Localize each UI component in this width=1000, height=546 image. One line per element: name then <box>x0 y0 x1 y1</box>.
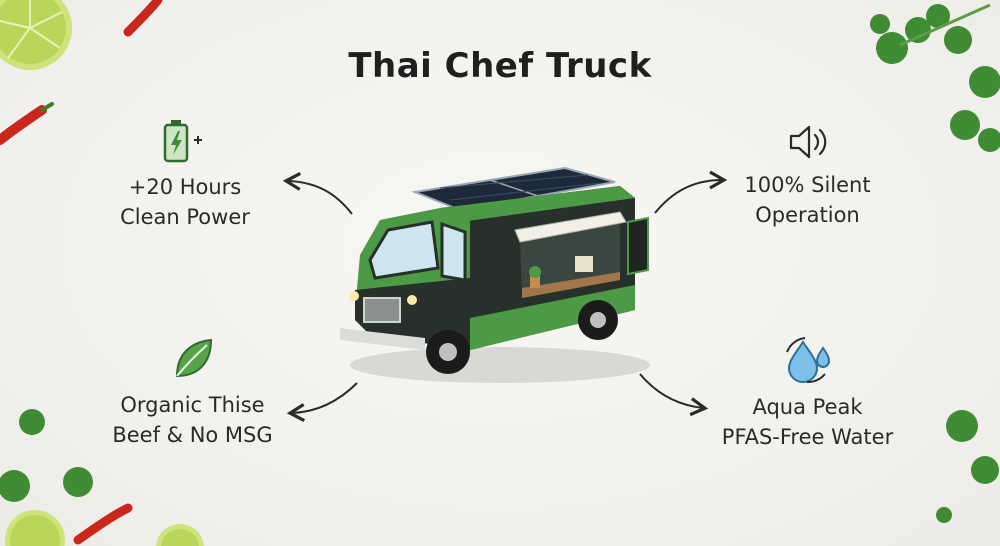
power-line-1: +20 Hours <box>128 175 242 199</box>
chili-top <box>123 0 163 37</box>
arrow-to-water <box>639 373 709 417</box>
battery-charging-icon <box>163 120 202 163</box>
feature-clean-power: +20 Hours Clean Power <box>100 118 270 232</box>
silent-line-1: 100% Silent <box>744 173 871 197</box>
feature-silent-operation: 100% Silent Operation <box>720 122 895 230</box>
cilantro-bottom-left <box>0 409 93 502</box>
water-line-1: Aqua Peak <box>752 395 863 419</box>
lime-slice-bottom-center <box>156 524 204 546</box>
organic-line-1: Organic Thise <box>120 393 265 417</box>
cilantro-top-right <box>870 3 1000 152</box>
power-line-2: Clean Power <box>120 205 250 229</box>
leaf-icon <box>175 338 212 378</box>
feature-pfas-free-water: Aqua Peak PFAS-Free Water <box>700 334 915 452</box>
arrow-to-organic <box>286 382 358 422</box>
feature-organic-beef: Organic Thise Beef & No MSG <box>100 336 285 450</box>
organic-line-2: Beef & No MSG <box>112 423 273 447</box>
water-line-2: PFAS-Free Water <box>721 425 894 449</box>
water-drops-icon <box>785 337 830 384</box>
page-title: Thai Chef Truck <box>348 46 652 86</box>
cilantro-bottom-right <box>936 410 999 523</box>
food-truck-illustration <box>340 166 650 383</box>
silent-line-2: Operation <box>755 203 860 227</box>
arrow-to-silent <box>654 170 728 214</box>
lime-slice-top-left <box>0 0 72 70</box>
arrow-to-power <box>282 172 353 215</box>
chili-left <box>0 102 54 145</box>
solar-panel <box>411 166 616 212</box>
lime-slice-bottom-left <box>5 510 65 546</box>
speaker-icon <box>789 125 826 159</box>
truck-wheels <box>426 300 618 374</box>
chili-bottom <box>73 503 133 545</box>
serving-window <box>514 211 627 298</box>
